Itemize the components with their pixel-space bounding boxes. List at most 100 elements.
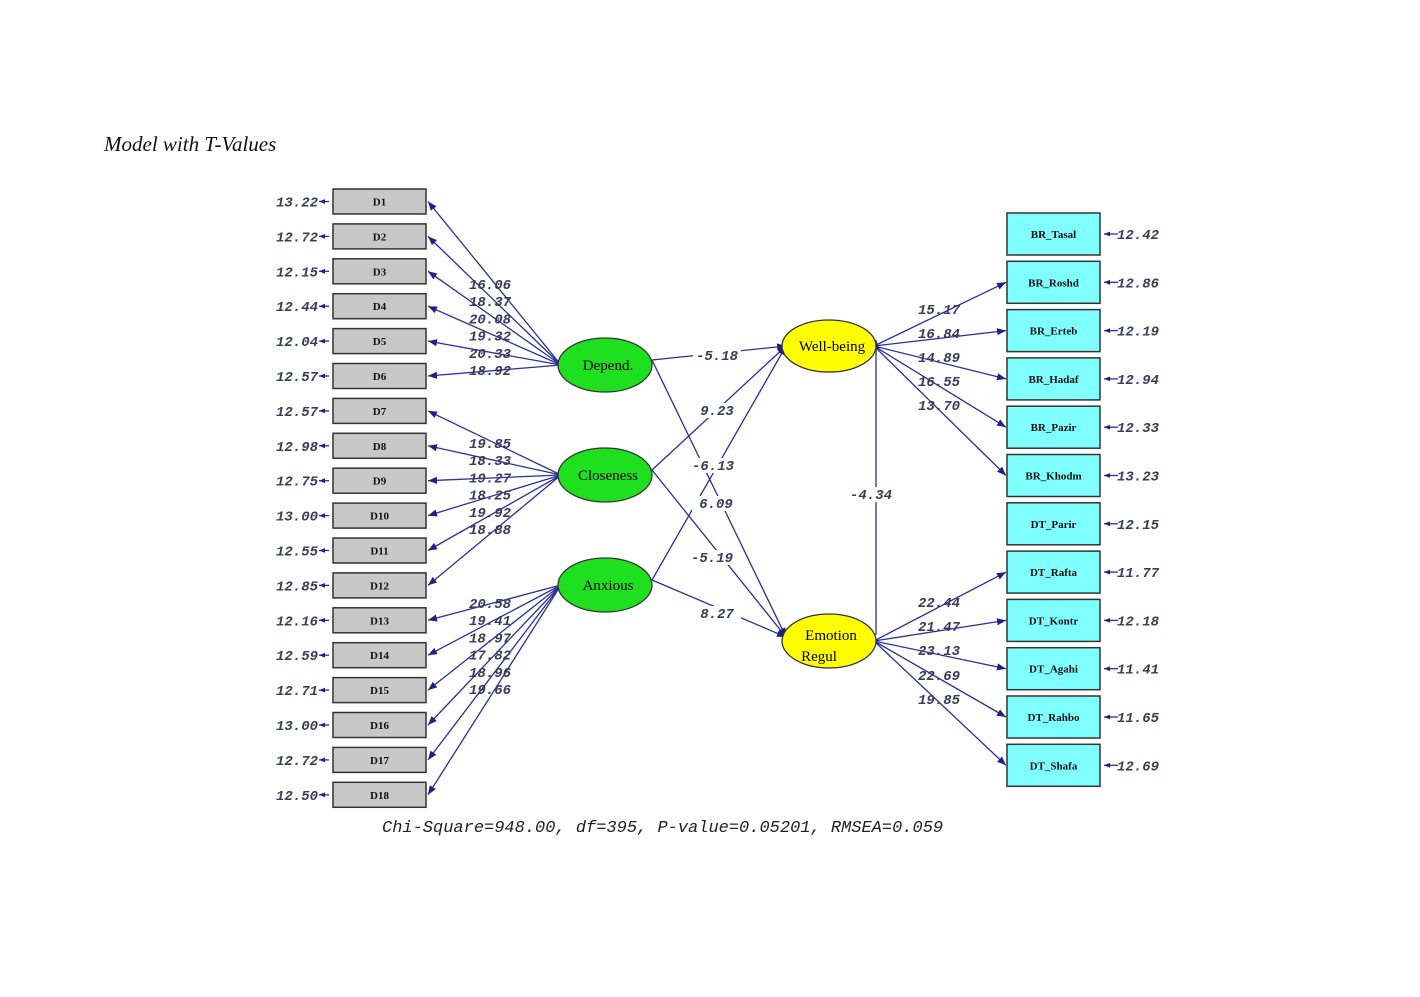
indicator-label: DT_Rahbo: [1028, 712, 1080, 724]
indicator-label: D1: [373, 197, 386, 209]
error-variance-value: 12.94: [1117, 373, 1159, 389]
error-variance-value: 12.18: [1117, 614, 1160, 630]
indicator-box-d17[interactable]: [332, 746, 427, 774]
indicator-label: D14: [370, 650, 389, 662]
error-variance-value: 12.57: [276, 405, 319, 421]
indicator-label: D11: [370, 546, 388, 558]
error-variance-value: 12.42: [1117, 228, 1160, 244]
indicator-box-d12[interactable]: [332, 572, 427, 599]
indicator-box-br_khodm[interactable]: [1006, 453, 1101, 498]
loading-path: [873, 345, 1007, 381]
indicator-box-d6[interactable]: [332, 362, 427, 390]
indicator-label: D7: [373, 406, 387, 418]
error-variance-value: 12.75: [276, 475, 319, 491]
indicator-box-d10[interactable]: [332, 502, 427, 529]
indicator-label: D6: [373, 371, 387, 383]
indicator-box-d18[interactable]: [332, 781, 427, 809]
indicator-box-br_erteb[interactable]: [1006, 308, 1101, 353]
loading-path: [427, 235, 562, 366]
loading-path: [427, 584, 562, 691]
error-variance-value: 12.69: [1117, 759, 1159, 775]
loading-t-value: 19.92: [469, 506, 512, 522]
loading-path: [427, 584, 562, 656]
latent-closeness[interactable]: [557, 447, 653, 503]
indicator-label: BR_Hadaf: [1028, 374, 1078, 386]
loading-t-value: 18.96: [469, 666, 512, 682]
indicator-box-d15[interactable]: [332, 676, 427, 704]
indicator-box-d3[interactable]: [332, 258, 427, 285]
indicator-box-d11[interactable]: [332, 537, 427, 564]
latent-emotion[interactable]: [781, 613, 877, 669]
indicator-box-d13[interactable]: [332, 607, 427, 634]
indicator-box-dt_kontr[interactable]: [1006, 598, 1101, 643]
latent-label: Anxious: [583, 578, 634, 594]
indicator-box-dt_agahi[interactable]: [1006, 646, 1101, 691]
indicator-label: BR_Khodm: [1025, 471, 1081, 483]
label-bg: [689, 458, 737, 473]
indicator-box-d1[interactable]: [332, 188, 427, 215]
structural-t-value: 6.09: [699, 497, 733, 513]
indicator-box-dt_parir[interactable]: [1006, 502, 1101, 546]
diagram-title: Model with T-Values: [104, 132, 277, 156]
indicator-label: BR_Tasal: [1031, 229, 1076, 241]
loading-path: [873, 281, 1007, 347]
indicator-box-dt_rafta[interactable]: [1006, 550, 1101, 594]
indicator-label: D3: [373, 266, 387, 278]
latent-label: Regul: [801, 649, 837, 665]
latent-depend[interactable]: [557, 337, 653, 393]
indicator-box-d16[interactable]: [332, 711, 427, 739]
indicator-box-br_pazir[interactable]: [1006, 405, 1101, 449]
loading-t-value: 19.27: [469, 471, 512, 487]
indicator-box-d2[interactable]: [332, 223, 427, 250]
indicator-label: D4: [373, 301, 387, 313]
indicator-box-d14[interactable]: [332, 641, 427, 669]
latent-anxious[interactable]: [557, 557, 653, 613]
indicator-box-d4[interactable]: [332, 292, 427, 320]
indicator-box-d7[interactable]: [332, 397, 427, 425]
error-variance-value: 12.86: [1117, 276, 1160, 292]
indicator-label: DT_Shafa: [1030, 760, 1078, 772]
loading-t-value: 18.88: [469, 523, 512, 539]
label-bg: [693, 403, 741, 418]
loading-t-value: 23.13: [918, 644, 961, 660]
indicator-label: D16: [370, 720, 389, 732]
loading-path: [873, 571, 1007, 642]
loading-path: [427, 339, 562, 366]
error-variance-value: 11.77: [1117, 566, 1160, 582]
latent-wellbeing[interactable]: [781, 319, 877, 373]
loading-t-value: 18.37: [469, 295, 512, 311]
indicator-box-dt_rahbo[interactable]: [1006, 695, 1101, 739]
error-variance-value: 12.33: [1117, 421, 1160, 437]
indicator-box-br_tasal[interactable]: [1006, 212, 1101, 256]
indicator-box-d9[interactable]: [332, 467, 427, 494]
indicator-label: DT_Kontr: [1029, 615, 1079, 627]
loading-t-value: 20.33: [469, 347, 512, 363]
error-variance-value: 12.71: [276, 684, 318, 700]
indicator-label: DT_Parir: [1031, 519, 1077, 531]
indicator-box-d8[interactable]: [332, 432, 427, 460]
loading-t-value: 16.06: [469, 278, 512, 294]
loading-path: [873, 345, 1007, 476]
error-variance-value: 13.00: [276, 510, 318, 526]
loading-path: [873, 640, 1007, 718]
loading-t-value: 22.44: [918, 596, 960, 612]
error-variance-value: 12.04: [276, 335, 318, 351]
loading-t-value: 18.92: [469, 364, 512, 380]
label-bg: [847, 487, 895, 502]
error-variance-value: 13.22: [276, 196, 319, 212]
label-bg: [692, 496, 740, 511]
indicator-box-d5[interactable]: [332, 327, 427, 355]
label-bg: [693, 348, 741, 363]
loading-t-value: 20.08: [469, 312, 512, 328]
indicator-box-br_roshd[interactable]: [1006, 260, 1101, 305]
indicator-box-br_hadaf[interactable]: [1006, 357, 1101, 401]
loading-path: [427, 474, 562, 484]
loading-t-value: 18.97: [469, 631, 512, 647]
indicator-label: D17: [370, 755, 389, 767]
structural-t-value: 9.23: [700, 404, 734, 420]
loading-path: [427, 474, 562, 517]
indicator-label: DT_Agahi: [1029, 664, 1078, 676]
indicator-label: D8: [373, 441, 387, 453]
indicator-box-dt_shafa[interactable]: [1006, 743, 1101, 788]
